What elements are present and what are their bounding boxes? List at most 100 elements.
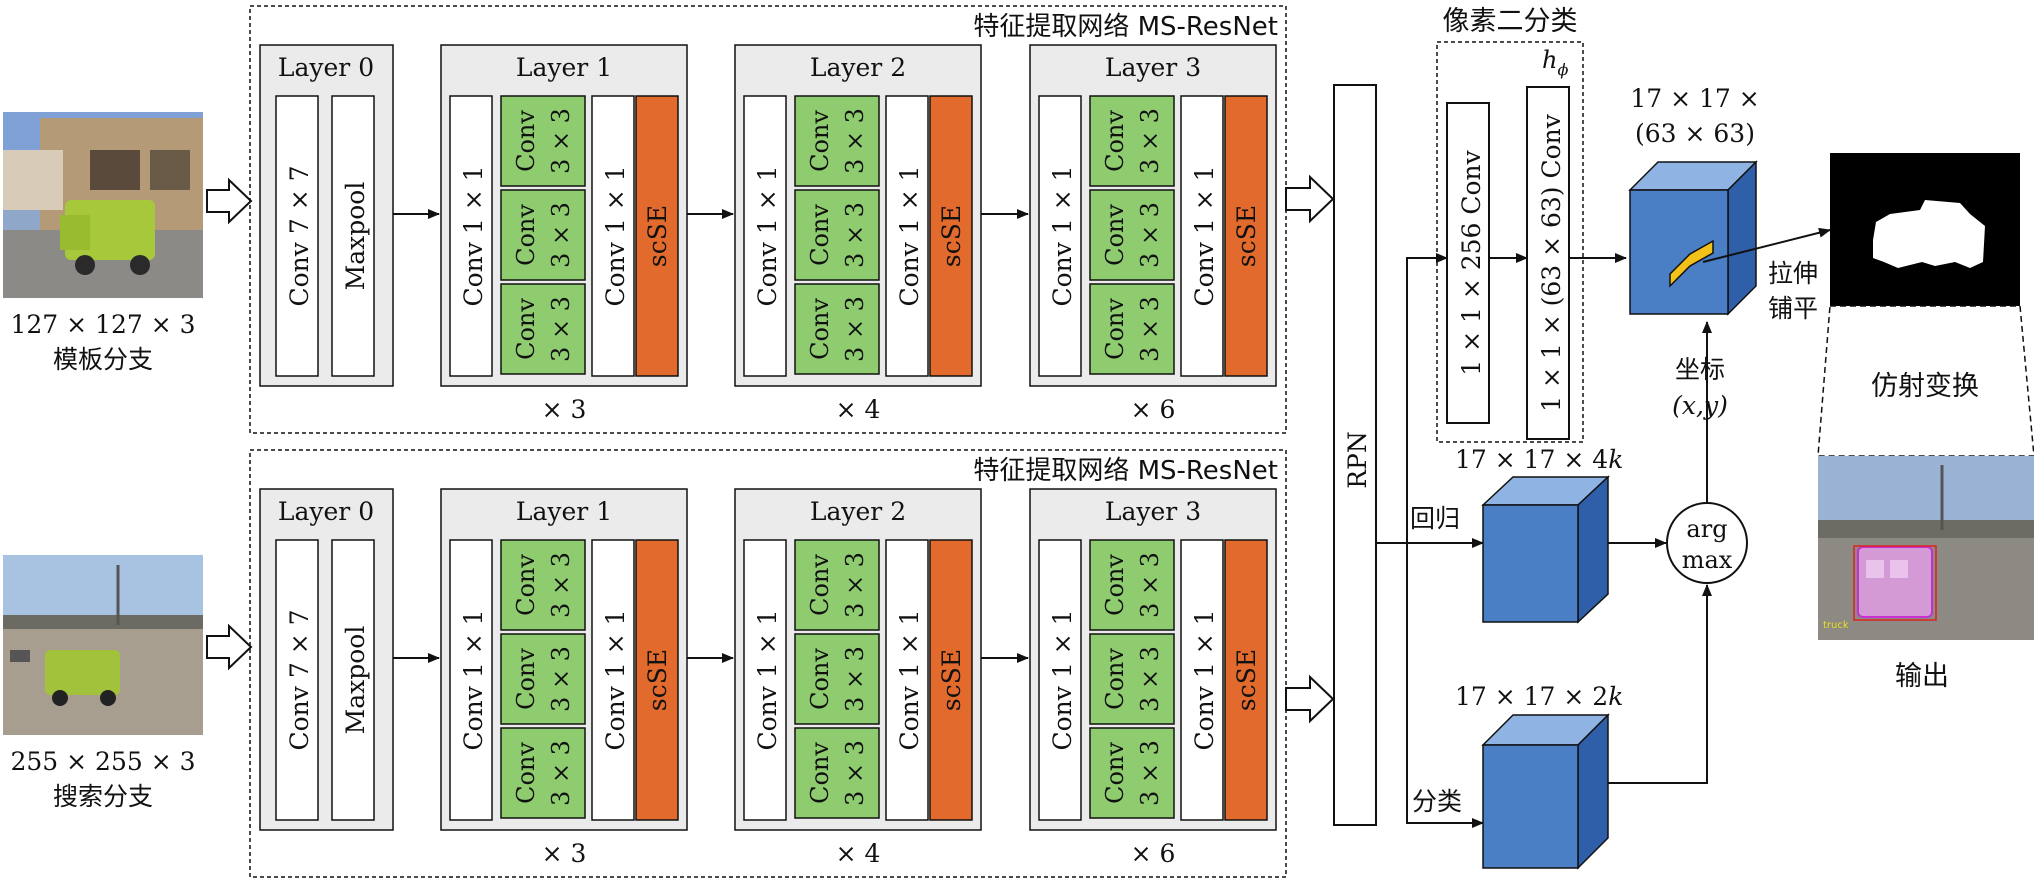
regression-cube [1481, 475, 1610, 624]
search-layer1-conv3x3-3 [500, 727, 586, 819]
template-layer3-conv3x3-3 [1089, 283, 1175, 375]
rpn-to-classification-line [1406, 543, 1484, 828]
search-layer1-conv1x1-b [591, 539, 635, 821]
mask-vector-highlight [1669, 239, 1714, 288]
template-layer1-conv3x3-1-l1: Conv [512, 110, 540, 172]
rpn-label: RPN [1343, 431, 1372, 489]
template-layer3-conv3x3-1-l1: Conv [1101, 110, 1129, 172]
mask-to-output-arrow [1702, 227, 1831, 263]
argmax-line2: max [1682, 546, 1733, 574]
search-layer3-conv3x3-2-l1: Conv [1101, 648, 1129, 710]
search-layer3-conv3x3-2-l2: 3 × 3 [1136, 646, 1164, 712]
template-branch-label: 模板分支 [53, 345, 153, 374]
output-label: 输出 [1895, 661, 1949, 692]
search-size: 255 × 255 × 3 [10, 747, 195, 776]
template-layer2-conv3x3-1-l2: 3 × 3 [841, 108, 869, 174]
argmax-node [1666, 502, 1748, 584]
template-layer3-scse [1224, 95, 1268, 377]
search-layer2-scse-label: scSE [937, 649, 966, 711]
template-layer2-conv1x1-b-label: Conv 1 × 1 [895, 165, 924, 306]
search-layer2-title: Layer 2 [810, 497, 906, 526]
search-layer2-conv3x3-3 [794, 727, 880, 819]
pixel-conv-63 [1526, 86, 1570, 440]
search-layer2-repeat: × 4 [836, 839, 881, 868]
search-layer1-conv3x3-2-l1: Conv [512, 648, 540, 710]
classification-dims: 17 × 17 × 2k [1455, 682, 1623, 711]
template-layer2-conv1x1-b [885, 95, 929, 377]
search-layer2-scse [929, 539, 973, 821]
coord-xy-label: (x,y) [1672, 391, 1728, 420]
final-output-image: truck [1818, 456, 2034, 640]
template-layer2-title: Layer 2 [810, 53, 906, 82]
search-title: 特征提取网络 MS-ResNet [973, 456, 1278, 486]
template-layer2-repeat: × 4 [836, 395, 881, 424]
search-layer2-conv1x1-a [743, 539, 787, 821]
search-layer2-conv1x1-b [885, 539, 929, 821]
template-layer3-conv1x1-b [1180, 95, 1224, 377]
coord-label: 坐标 [1675, 355, 1725, 384]
search-layer1-conv3x3-1-l2: 3 × 3 [547, 552, 575, 618]
template-layer3-conv1x1-a-label: Conv 1 × 1 [1048, 165, 1077, 306]
search-layer3-conv3x3-2 [1089, 633, 1175, 725]
search-layer2-conv1x1-b-label: Conv 1 × 1 [895, 609, 924, 750]
pixel-conv-63-label: 1 × 1 × (63 × 63) Conv [1537, 113, 1566, 412]
template-layer3-conv3x3-1 [1089, 95, 1175, 187]
search-layer3-conv1x1-b [1180, 539, 1224, 821]
classification-label: 分类 [1412, 787, 1462, 816]
search-layer1-conv3x3-1-l1: Conv [512, 554, 540, 616]
template-layer2-scse-label: scSE [937, 205, 966, 267]
template-layer2-scse [929, 95, 973, 377]
search-layer1-conv3x3-1 [500, 539, 586, 631]
template-maxpool-label: Maxpool [341, 182, 370, 291]
mask-cube [1628, 160, 1758, 316]
search-layer1-conv3x3-2 [500, 633, 586, 725]
template-input-arrow [206, 177, 253, 225]
search-layer1-repeat: × 3 [542, 839, 587, 868]
search-layer2-conv3x3-3-l2: 3 × 3 [841, 740, 869, 806]
search-layer2-conv3x3-1-l2: 3 × 3 [841, 552, 869, 618]
template-layer3-conv3x3-2-l2: 3 × 3 [1136, 202, 1164, 268]
template-layer2-conv1x1-a-label: Conv 1 × 1 [753, 165, 782, 306]
search-image [3, 555, 203, 735]
affine-trapezoid [1817, 305, 2034, 457]
search-maxpool [331, 539, 375, 821]
template-layer2-conv3x3-3-l1: Conv [806, 298, 834, 360]
template-layer1-conv3x3-2 [500, 189, 586, 281]
search-frame [249, 449, 1287, 878]
template-title: 特征提取网络 MS-ResNet [973, 12, 1278, 42]
template-layer1-title: Layer 1 [516, 53, 612, 82]
search-layer3-conv1x1-a [1038, 539, 1082, 821]
template-layer1-scse [635, 95, 679, 377]
template-layer2-conv3x3-2-l1: Conv [806, 204, 834, 266]
search-layer1-scse-label: scSE [643, 649, 672, 711]
search-layer1-conv1x1-a-label: Conv 1 × 1 [459, 609, 488, 750]
template-layer3-conv3x3-3-l2: 3 × 3 [1136, 296, 1164, 362]
template-layer1-conv3x3-1-l2: 3 × 3 [547, 108, 575, 174]
regression-label: 回归 [1410, 504, 1460, 533]
mask-output-image [1830, 153, 2020, 306]
affine-label: 仿射变换 [1871, 371, 1979, 402]
template-layer2-conv3x3-3 [794, 283, 880, 375]
template-layer1-scse-label: scSE [643, 205, 672, 267]
template-layer3-repeat: × 6 [1131, 395, 1176, 424]
classification-to-argmax-line [1608, 584, 1712, 784]
template-layer3-conv3x3-3-l1: Conv [1101, 298, 1129, 360]
search-layer0-title: Layer 0 [278, 497, 374, 526]
stretch-label-line1: 拉伸 [1768, 259, 1818, 288]
pixel-cls-title: 像素二分类 [1443, 6, 1578, 37]
template-layer2-conv1x1-a [743, 95, 787, 377]
template-layer1-conv3x3-2-l2: 3 × 3 [547, 202, 575, 268]
template-layer3-scse-label: scSE [1232, 205, 1261, 267]
template-layer1-conv1x1-b-label: Conv 1 × 1 [601, 165, 630, 306]
search-conv7 [275, 539, 319, 821]
template-layer2-conv3x3-2 [794, 189, 880, 281]
pixel-cls-dashed-frame [1436, 41, 1584, 443]
template-layer3-conv3x3-2-l1: Conv [1101, 204, 1129, 266]
pixel-conv-256-label: 1 × 1 × 256 Conv [1457, 149, 1486, 375]
output-truck-tag: truck [1823, 620, 1849, 631]
search-layer1-conv1x1-b-label: Conv 1 × 1 [601, 609, 630, 750]
search-layer3-scse-label: scSE [1232, 649, 1261, 711]
search-layer3-conv3x3-1-l2: 3 × 3 [1136, 552, 1164, 618]
template-conv7 [275, 95, 319, 377]
template-layer1-repeat: × 3 [542, 395, 587, 424]
